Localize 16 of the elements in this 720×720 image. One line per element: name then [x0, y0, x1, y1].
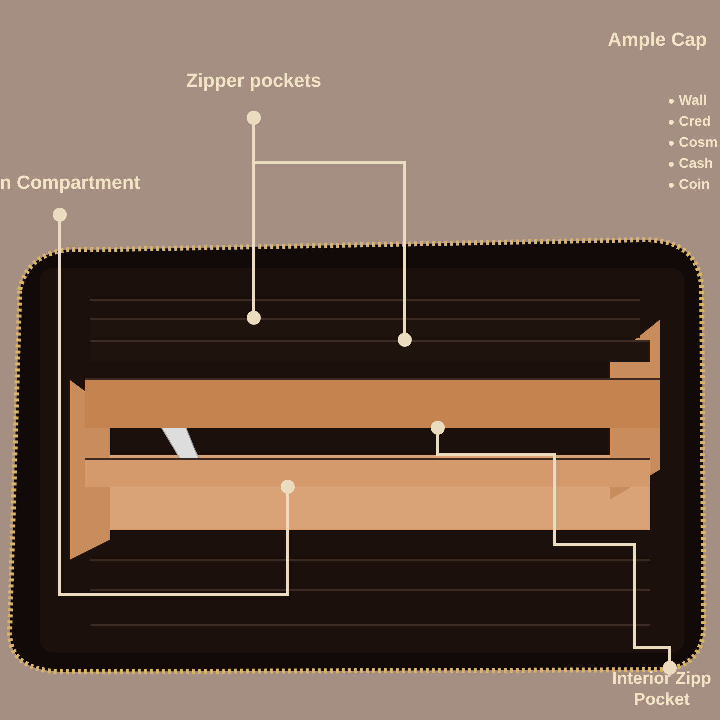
- callout-label: Zipper pockets: [170, 70, 338, 118]
- leader-line: [53, 208, 295, 596]
- callout-label: n Compartment: [0, 172, 165, 215]
- box: [90, 318, 640, 338]
- box: [85, 458, 650, 487]
- box: [90, 340, 650, 362]
- list-item: Cash: [679, 155, 714, 171]
- list-item: Cred: [679, 113, 711, 129]
- leader-line: [247, 111, 412, 347]
- callout-label: Interior Zipp Pocket: [606, 668, 718, 718]
- heading: Ample Cap: [608, 30, 708, 52]
- leader-line: [431, 421, 677, 675]
- list-item: Cosm: [679, 134, 718, 150]
- box: [85, 378, 660, 428]
- list-item: Wall: [679, 92, 708, 108]
- list-item: Coin: [679, 176, 710, 192]
